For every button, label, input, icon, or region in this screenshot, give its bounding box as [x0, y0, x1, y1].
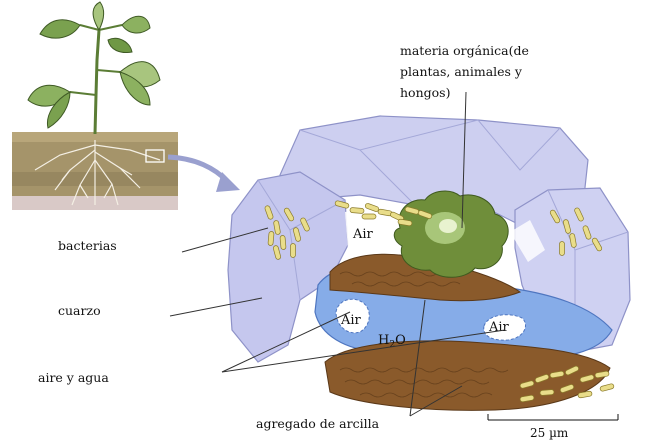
bacterium: [268, 231, 274, 245]
air-water-label: aire y agua: [38, 370, 109, 385]
zoom-arrow: [168, 157, 240, 192]
scale-bar-label: 25 µm: [530, 426, 569, 440]
bacterium: [600, 383, 615, 391]
air-label-right: Air: [488, 320, 510, 335]
bacteria-label: bacterias: [58, 238, 117, 253]
bacterium: [540, 389, 554, 395]
bacterium: [291, 244, 296, 258]
bacterium: [280, 235, 286, 249]
plant-illustration: [12, 2, 178, 210]
clay-aggregate-label: agregado de arcilla: [256, 416, 380, 431]
organic-matter-label-3: hongos): [400, 85, 450, 100]
scale-bar: 25 µm: [488, 414, 618, 440]
bacterium: [560, 242, 565, 256]
bacterium: [350, 207, 364, 213]
organic-matter-label-2: plantas, animales y: [400, 64, 523, 79]
bacterium: [362, 214, 376, 219]
organic-matter-label-1: materia orgánica(de: [400, 43, 529, 58]
plant-leaves: [28, 2, 160, 128]
soil-aggregate: [228, 116, 630, 410]
quartz-label: cuarzo: [58, 303, 101, 318]
air-label-top: Air: [352, 227, 374, 242]
